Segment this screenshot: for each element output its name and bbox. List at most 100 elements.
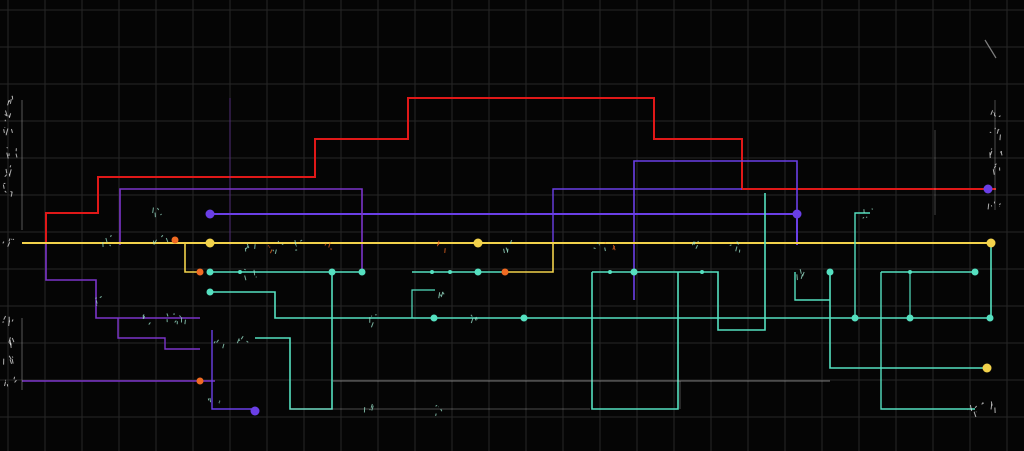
glyph-mark [796,274,798,281]
glyph-mark [269,249,273,254]
glyph-mark [604,242,607,244]
glyph-mark [593,247,596,250]
pin-marker [430,270,434,274]
glyph-mark [105,237,108,243]
glyph-mark [209,397,212,403]
glyph-mark [6,146,8,149]
glyph-mark [505,247,509,253]
glyph-mark [974,405,978,409]
glyph-mark [994,115,997,117]
glyph-mark [179,315,182,318]
glyph-mark [95,297,97,300]
glyph-mark [11,337,15,343]
via-dot [986,314,994,322]
trace-teal-7 [829,272,987,369]
glyph-mark [990,401,993,406]
glyph-mark [370,403,373,408]
via-dot [792,209,802,219]
via-dot [205,238,215,248]
glyph-mark [216,339,219,343]
glyph-mark [246,340,249,343]
glyph-mark [1000,150,1002,154]
glyph-mark [8,113,12,119]
glyph-mark [328,242,331,248]
glyph-mark [981,402,984,405]
glyph-mark [10,128,13,134]
glyph-mark [470,314,473,317]
glyph-mark [299,239,303,242]
via-dot [983,184,993,194]
glyph-mark [2,184,5,189]
pin-marker [448,270,452,274]
glyph-mark [997,128,1000,131]
via-dot [205,209,215,219]
via-dot [982,363,992,373]
trace-teal-2 [210,243,992,319]
glyph-mark [9,359,13,364]
glyph-mark [998,115,1001,118]
via-dot [826,268,834,276]
glyph-mark [503,248,505,254]
via-dot [430,314,438,322]
glyph-mark [244,268,246,271]
glyph-mark [969,404,973,412]
glyph-mark [371,405,374,411]
trace-violet-bus [210,213,798,245]
glyph-mark [4,174,8,178]
via-dot [851,314,859,322]
glyph-mark [862,216,865,219]
glyph-mark [999,203,1001,206]
glyph-mark [442,291,445,295]
glyph-mark [992,169,995,175]
glyph-mark [267,245,270,247]
via-dot [906,314,914,322]
glyph-mark [990,148,993,150]
trace-violet-loop [633,160,798,300]
glyph-mark [987,203,990,210]
glyph-mark [157,207,160,211]
glyph-mark [184,319,186,325]
glyph-mark [693,241,696,245]
trace-teal-6 [591,272,679,410]
trace-teal-11 [794,272,830,301]
glyph-mark [14,379,17,383]
glyph-mark [736,241,739,245]
glyph-mark [4,190,7,193]
glyph-mark [10,190,13,193]
glyph-mark [245,246,249,250]
glyph-mark [240,335,244,340]
glyph-mark [253,269,256,276]
via-dot [196,377,204,385]
via-dot [986,238,996,248]
glyph-mark [604,247,606,252]
glyph-mark [4,110,8,117]
glyph-mark [5,168,8,174]
glyph-mark [10,191,13,197]
glyph-mark [470,318,474,324]
via-dot [474,268,482,276]
glyph-mark [691,241,695,246]
glyph-mark [984,39,997,59]
glyph-mark [9,99,12,104]
nodes [171,184,996,416]
glyph-mark [4,381,7,387]
via-dot [328,268,336,276]
trace-teal-12 [211,330,258,410]
glyph-mark [222,343,225,349]
trace-yellow-stub [184,243,200,273]
glyph-mark [735,246,738,252]
glyph-mark [729,244,732,247]
pin-marker [608,270,612,274]
glyph-mark [236,338,240,344]
glyph-mark [165,237,169,243]
glyph-mark [166,313,169,317]
pin-marker [238,270,242,274]
glyph-mark [95,300,98,304]
glyph-mark [4,114,7,117]
glyph-mark [993,165,997,169]
glyph-mark [369,408,371,411]
glyph-mark [435,404,438,407]
trace-yellow-stub2 [505,243,554,273]
